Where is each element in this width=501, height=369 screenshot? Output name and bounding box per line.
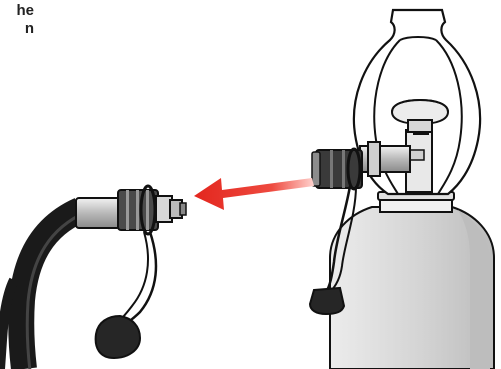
disconnect-arrow-icon [194, 178, 314, 210]
hose-dust-cap-icon [96, 232, 156, 358]
hose-icon [0, 210, 86, 369]
gas-cylinder-icon [330, 192, 494, 369]
quick-coupling-icon [76, 186, 186, 234]
